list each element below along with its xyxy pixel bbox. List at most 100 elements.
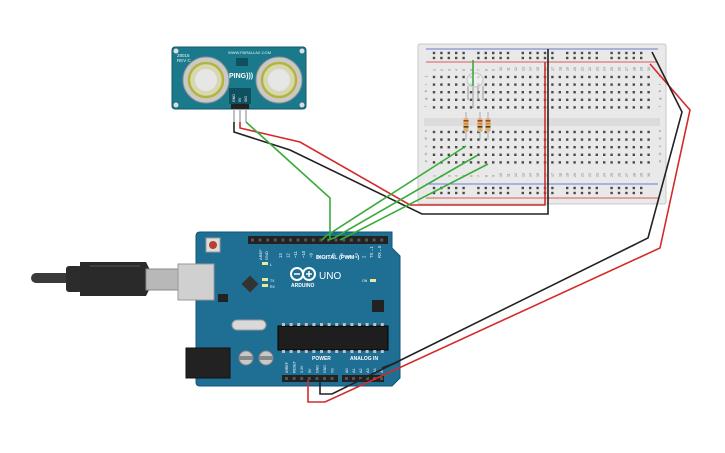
row-letter-left: j bbox=[424, 76, 428, 78]
digital-pin-label: 8 bbox=[316, 255, 321, 258]
breadboard-holes bbox=[432, 51, 650, 195]
row-letter-right: j bbox=[658, 76, 662, 78]
column-number-top: 9 bbox=[492, 69, 496, 71]
digital-header[interactable] bbox=[248, 236, 388, 244]
analog-pin-label: A2 bbox=[359, 368, 363, 373]
wire-sensor-5v-red[interactable] bbox=[239, 62, 546, 206]
column-number-bottom: 17 bbox=[551, 173, 555, 177]
digital-pin-label: TX→1 bbox=[369, 245, 374, 258]
row-letter-right: c bbox=[658, 145, 662, 147]
column-number-bottom: 28 bbox=[632, 173, 636, 177]
column-number-top: 15 bbox=[536, 67, 540, 71]
column-number-bottom: 19 bbox=[566, 173, 570, 177]
wire-resistor-2-green[interactable] bbox=[327, 154, 479, 241]
transducer-right bbox=[255, 56, 303, 104]
row-letter-left: d bbox=[424, 137, 428, 139]
column-number-bottom: 11 bbox=[507, 173, 511, 177]
tx-label: TX bbox=[270, 279, 275, 283]
resistor-3[interactable] bbox=[485, 112, 491, 140]
resistor-2[interactable] bbox=[477, 112, 483, 140]
wire-gnd-black-2[interactable] bbox=[381, 361, 399, 369]
on-label: ON bbox=[362, 279, 368, 283]
column-number-top: 13 bbox=[521, 67, 525, 71]
wire-sensor-sig-green[interactable] bbox=[245, 121, 331, 240]
column-number-bottom: 27 bbox=[625, 173, 629, 177]
power-label: POWER bbox=[312, 356, 331, 362]
aref-label: AREF bbox=[258, 249, 263, 260]
column-number-bottom: 22 bbox=[588, 173, 592, 177]
power-jack[interactable] bbox=[185, 347, 231, 379]
column-number-bottom: 26 bbox=[618, 173, 622, 177]
column-number-bottom: 25 bbox=[610, 173, 614, 177]
model-label: UNO bbox=[319, 271, 341, 282]
wire-5v-red[interactable] bbox=[307, 63, 691, 403]
column-number-bottom: 3 bbox=[447, 175, 451, 177]
row-letter-right: f bbox=[658, 105, 662, 107]
column-number-bottom: 7 bbox=[477, 175, 481, 177]
wires[interactable] bbox=[233, 49, 691, 403]
digital-pin-label: 7 bbox=[324, 255, 329, 258]
gnd-label: GND bbox=[264, 251, 269, 260]
row-letter-left: b bbox=[424, 153, 428, 155]
row-letter-right: d bbox=[658, 137, 662, 139]
wire-resistor-3-green[interactable] bbox=[339, 163, 489, 241]
digital-pin-label: ~5 bbox=[339, 253, 344, 258]
sensor-rev: REV C bbox=[177, 58, 192, 63]
row-letter-right: i bbox=[658, 84, 662, 85]
resistor-1[interactable] bbox=[463, 112, 469, 140]
atmega-chip bbox=[277, 325, 389, 351]
digital-pin-label: ~10 bbox=[301, 250, 306, 258]
usb-cable[interactable] bbox=[31, 262, 181, 296]
row-letter-left: f bbox=[424, 105, 428, 107]
column-number-top: 5 bbox=[462, 69, 466, 71]
row-letter-right: h bbox=[658, 90, 662, 92]
brand-label: ARDUINO bbox=[291, 283, 314, 289]
usb-b-port[interactable] bbox=[177, 263, 215, 301]
sensor-pin-gnd: GND bbox=[232, 94, 236, 102]
analog-pin-label: A3 bbox=[366, 368, 370, 373]
column-number-bottom: 23 bbox=[595, 173, 599, 177]
column-number-top: 1 bbox=[433, 69, 437, 71]
wire-sensor-gnd-black[interactable] bbox=[233, 49, 549, 215]
digital-pin-label: ~6 bbox=[331, 253, 336, 258]
column-number-top: 25 bbox=[610, 67, 614, 71]
column-number-top: 2 bbox=[440, 69, 444, 71]
column-number-bottom: 21 bbox=[581, 173, 585, 177]
column-number-bottom: 24 bbox=[603, 173, 607, 177]
sensor-url: WWW.PARALLAX.COM bbox=[228, 50, 271, 55]
column-number-bottom: 13 bbox=[521, 173, 525, 177]
arduino-logo-icon bbox=[290, 267, 316, 281]
analog-pin-label: A0 bbox=[345, 368, 349, 373]
ping-ultrasonic-sensor[interactable]: 28015 REV C WWW.PARALLAX.COM PING))) GND… bbox=[171, 46, 307, 122]
l-label: L bbox=[270, 263, 272, 267]
column-number-top: 24 bbox=[603, 67, 607, 71]
row-letter-left: i bbox=[424, 84, 428, 85]
digital-pin-label: ~11 bbox=[293, 251, 298, 258]
digital-pin-label: 4 bbox=[346, 255, 351, 258]
power-pin-label: IOREF bbox=[285, 361, 289, 373]
analog-pin-label: A5 bbox=[380, 368, 384, 373]
rgb-led[interactable] bbox=[466, 72, 484, 108]
column-number-top: 11 bbox=[507, 67, 511, 71]
wire-resistor-1-green[interactable] bbox=[321, 145, 467, 241]
row-letter-left: g bbox=[424, 98, 428, 100]
column-number-bottom: 29 bbox=[640, 173, 644, 177]
column-number-bottom: 1 bbox=[433, 175, 437, 177]
column-number-top: 21 bbox=[581, 67, 585, 71]
row-letter-left: a bbox=[424, 159, 428, 162]
sensor-pin-sig: SIG bbox=[244, 96, 248, 102]
reset-button[interactable] bbox=[209, 241, 217, 249]
column-number-bottom: 15 bbox=[536, 173, 540, 177]
column-number-top: 26 bbox=[618, 67, 622, 71]
digital-label: DIGITAL (PWM~) bbox=[316, 255, 360, 261]
row-letter-left: h bbox=[424, 90, 428, 92]
column-number-top: 12 bbox=[514, 67, 518, 71]
row-letter-right: b bbox=[658, 153, 662, 155]
sensor-name: PING))) bbox=[229, 73, 253, 80]
analog-label: ANALOG IN bbox=[350, 356, 378, 362]
digital-pin-label: ~3 bbox=[354, 253, 359, 258]
row-letter-right: a bbox=[658, 159, 662, 162]
wire-gnd-black[interactable] bbox=[319, 51, 683, 395]
